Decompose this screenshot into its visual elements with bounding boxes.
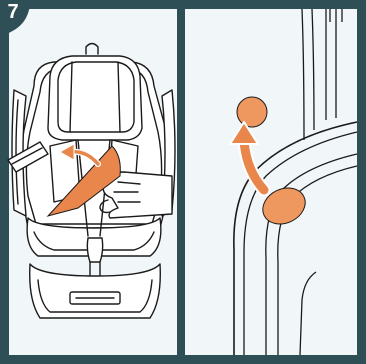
right-panel xyxy=(185,9,357,355)
step-number: 7 xyxy=(2,0,24,24)
button-target-marker xyxy=(237,97,267,127)
